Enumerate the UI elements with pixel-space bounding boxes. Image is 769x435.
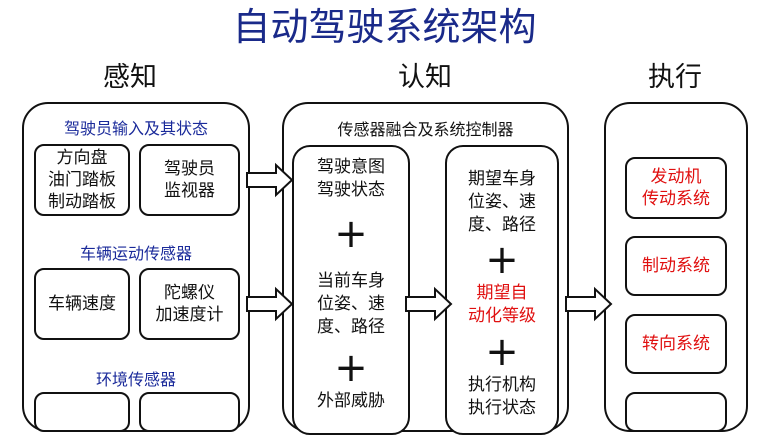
- arrow-right-icon: [246, 286, 294, 322]
- desired-automation-level-text: 期望自 动化等级: [468, 283, 536, 326]
- steering-system-box: 转向系统: [625, 314, 727, 374]
- cognition-output-column: [445, 145, 559, 435]
- arrow-right-icon: [405, 286, 453, 322]
- plus-icon: +: [334, 345, 368, 391]
- column-header-perception: 感知: [103, 62, 157, 93]
- execution-box-4: [625, 392, 727, 432]
- driver-controls-box: 方向盘 油门踏板 制动踏板: [34, 144, 130, 216]
- vehicle-sensor-label: 车辆运动传感器: [79, 244, 192, 263]
- driver-monitor-box: 驾驶员 监视器: [139, 144, 240, 216]
- arrow-right-icon: [246, 162, 294, 198]
- column-header-cognition: 认知: [398, 62, 452, 93]
- actuator-status-text: 执行机构 执行状态: [468, 375, 536, 418]
- brake-system-box: 制动系统: [625, 236, 727, 296]
- arrow-right-icon: [565, 286, 613, 322]
- driver-input-label: 驾驶员输入及其状态: [63, 119, 208, 138]
- column-header-execution: 执行: [648, 62, 702, 93]
- gyro-box: 陀螺仪 加速度计: [139, 268, 240, 340]
- environment-sensor-label: 环境传感器: [95, 370, 176, 389]
- desired-pose-text: 期望车身 位姿、速 度、路径: [468, 169, 536, 235]
- current-pose-text: 当前车身 位姿、速 度、路径: [317, 271, 385, 337]
- engine-transmission-box: 发动机 传动系统: [625, 157, 727, 219]
- environment-sensor-box-2: [139, 392, 240, 432]
- external-threat-text: 外部威胁: [317, 391, 385, 411]
- vehicle-speed-box: 车辆速度: [34, 268, 130, 340]
- plus-icon: +: [485, 329, 519, 375]
- sensor-fusion-label: 传感器融合及系统控制器: [337, 120, 514, 139]
- diagram-title: 自动驾驶系统架构: [232, 5, 537, 49]
- driving-intent-text: 驾驶意图 驾驶状态: [317, 157, 385, 200]
- plus-icon: +: [485, 237, 519, 283]
- environment-sensor-box-1: [34, 392, 130, 432]
- plus-icon: +: [334, 211, 368, 257]
